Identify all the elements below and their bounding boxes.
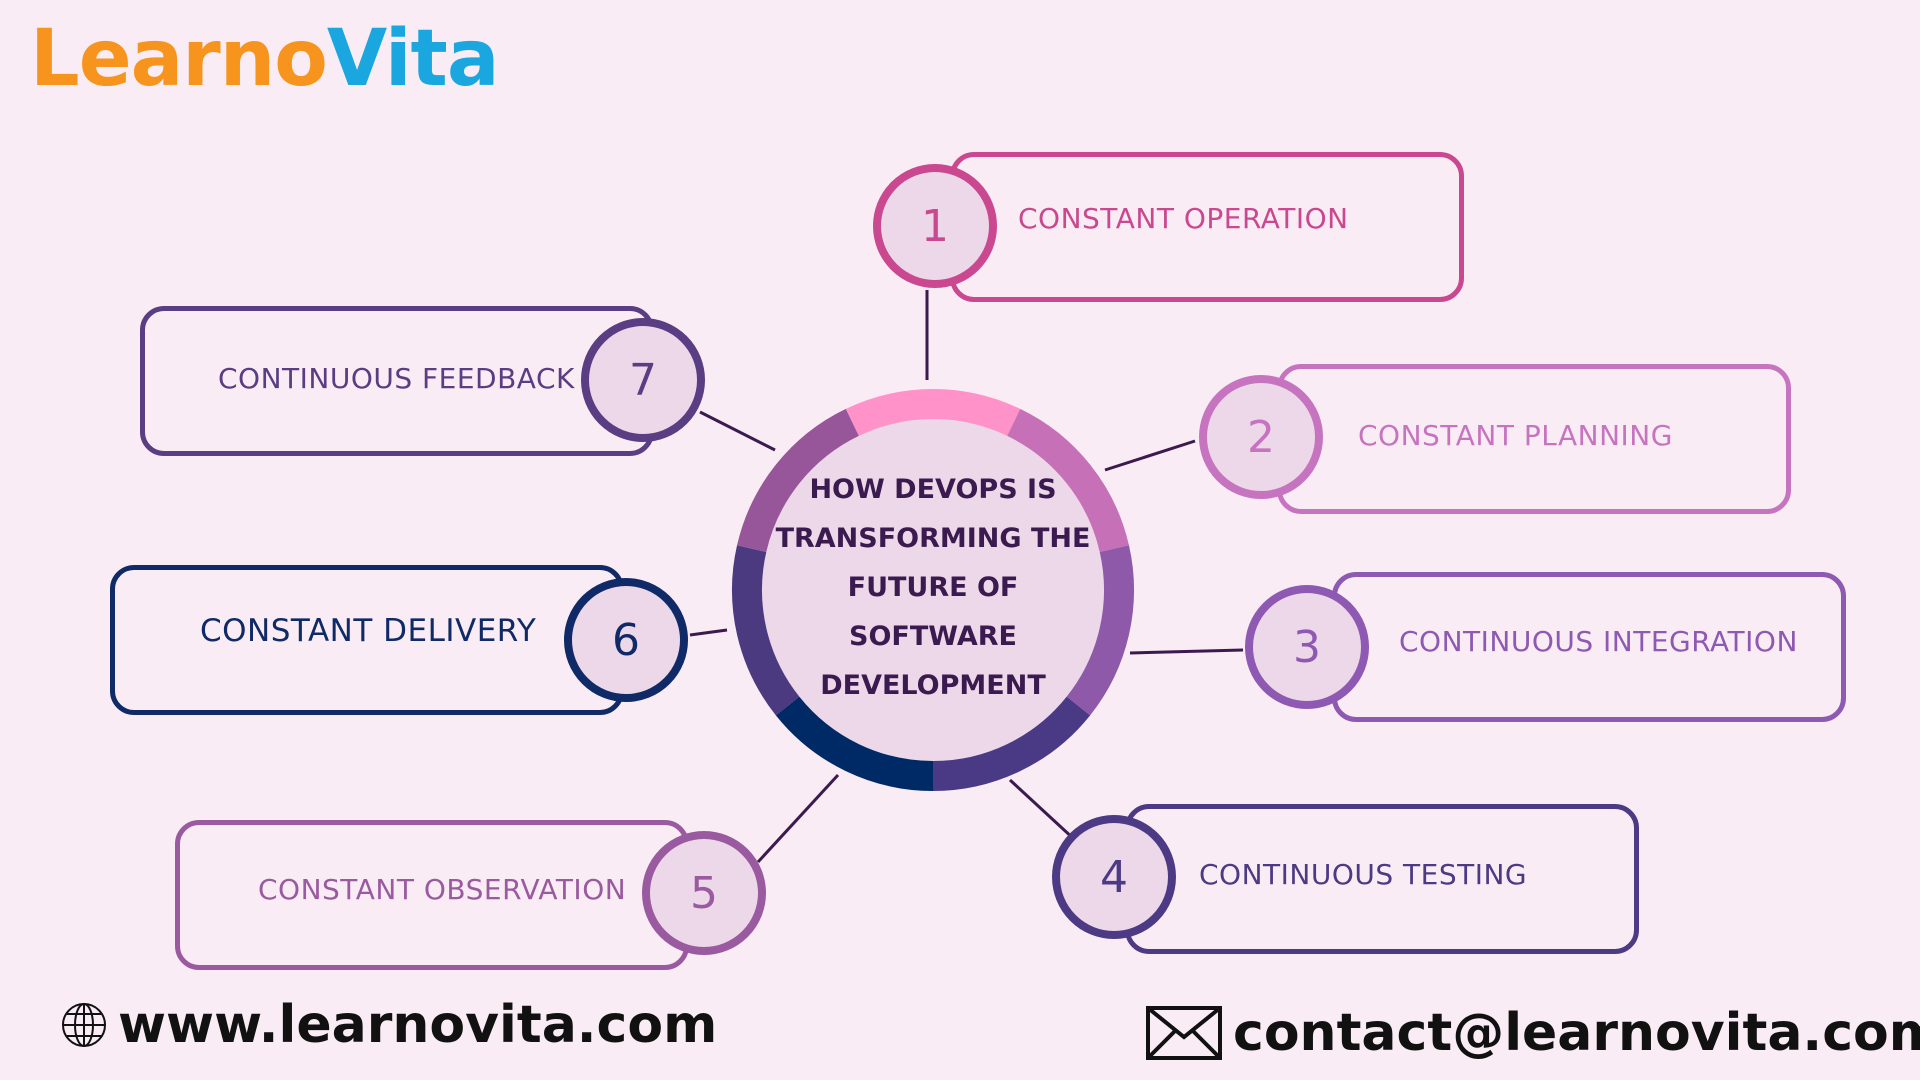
website-link[interactable]: www.learnovita.com	[60, 995, 717, 1055]
box-constant-delivery	[110, 565, 624, 715]
label-continuous-testing: CONTINUOUS TESTING	[1199, 858, 1528, 891]
hub-disc	[758, 415, 1108, 765]
step-number-2: 2	[1199, 375, 1323, 499]
step-number-1: 1	[873, 164, 997, 288]
ring-segment-3	[1066, 545, 1134, 716]
website-text: www.learnovita.com	[118, 995, 718, 1055]
hub-title: HOW DEVOPS IS TRANSFORMING THE FUTURE OF…	[763, 465, 1103, 710]
hub-title-line-4: SOFTWARE	[849, 621, 1017, 652]
box-constant-observation	[175, 820, 689, 970]
hub-title-line-1: HOW DEVOPS IS	[809, 474, 1057, 505]
label-constant-operation: CONSTANT OPERATION	[1018, 202, 1349, 235]
email-link[interactable]: contact@learnovita.com	[1145, 1003, 1920, 1063]
ring-segment-4	[932, 696, 1091, 791]
step-number-3: 3	[1245, 585, 1369, 709]
label-continuous-feedback: CONTINUOUS FEEDBACK	[218, 362, 575, 395]
connector-4	[1008, 778, 1077, 842]
step-number-4: 4	[1052, 815, 1176, 939]
label-constant-observation: CONSTANT OBSERVATION	[258, 873, 627, 906]
box-continuous-integration	[1332, 572, 1846, 722]
connector-7	[699, 410, 776, 452]
hub-title-line-3: FUTURE OF	[847, 572, 1019, 603]
hub-title-line-2: TRANSFORMING THE	[775, 523, 1091, 554]
connector-5	[756, 773, 840, 864]
label-constant-planning: CONSTANT PLANNING	[1358, 419, 1673, 452]
step-number-5: 5	[642, 831, 766, 955]
label-constant-delivery: CONSTANT DELIVERY	[200, 613, 537, 649]
ring-segment-5	[775, 696, 934, 791]
step-number-6: 6	[564, 578, 688, 702]
connector-2	[1104, 439, 1196, 472]
box-constant-operation	[950, 152, 1464, 302]
step-number-7: 7	[581, 318, 705, 442]
ring-segment-6	[732, 545, 800, 716]
hub-title-line-5: DEVELOPMENT	[820, 670, 1046, 701]
connector-3	[1129, 648, 1244, 655]
learnovita-logo: LearnoVita	[30, 14, 499, 104]
ring-segment-2	[1006, 408, 1129, 553]
envelope-icon	[1146, 1006, 1222, 1060]
label-continuous-integration: CONTINUOUS INTEGRATION	[1399, 625, 1798, 658]
hub-ring	[732, 389, 1134, 791]
ring-segment-1	[845, 389, 1021, 437]
box-continuous-feedback	[140, 306, 654, 456]
email-text: contact@learnovita.com	[1233, 1003, 1920, 1063]
connector-6	[689, 628, 728, 637]
globe-icon	[62, 1003, 106, 1047]
ring-segment-7	[737, 408, 860, 553]
